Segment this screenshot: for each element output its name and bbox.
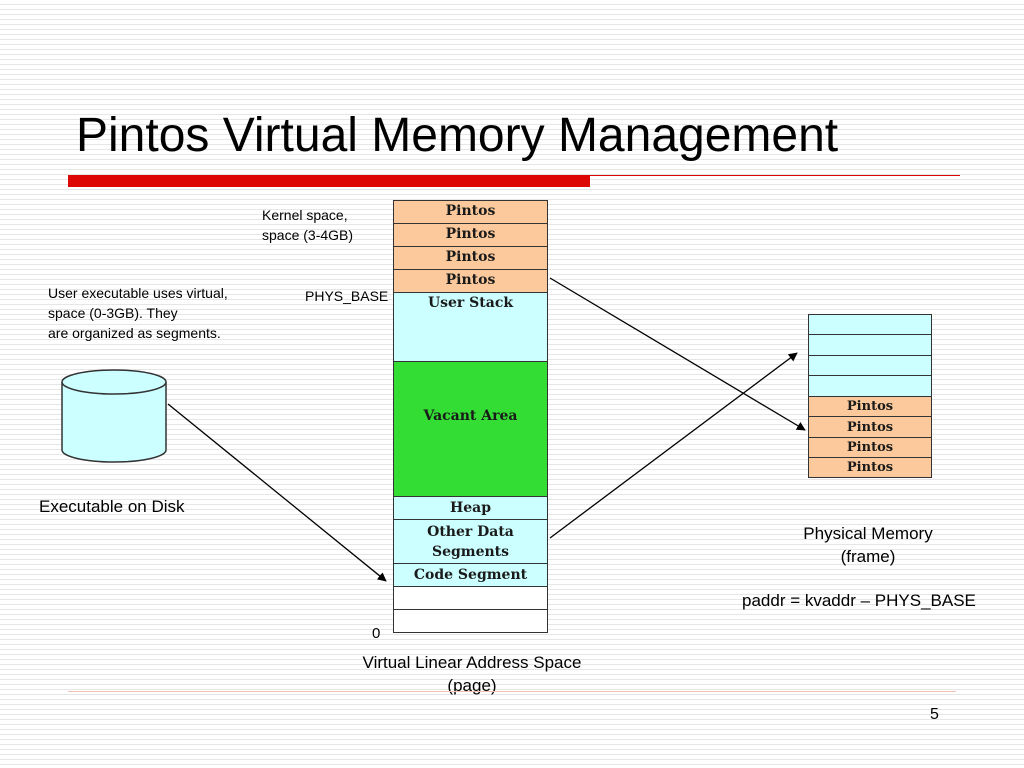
segment-label: Pintos xyxy=(445,226,496,242)
frame-label: Pintos xyxy=(846,399,894,414)
segment-label: Pintos xyxy=(445,203,496,219)
zero-address-label: 0 xyxy=(372,625,381,642)
phys-base-label: PHYS_BASE xyxy=(305,288,389,304)
kernel-space-label: Kernel space, space (3-4GB) xyxy=(262,205,353,245)
segment-label: Vacant Area xyxy=(423,408,518,424)
virtual-space-caption: Virtual Linear Address Space (page) xyxy=(322,651,622,697)
virtual-space-caption-line1: Virtual Linear Address Space xyxy=(362,653,582,672)
segment-label: User Stack xyxy=(427,295,514,311)
virtual-segment: Heap xyxy=(393,496,548,520)
address-formula: paddr = kvaddr – PHYS_BASE xyxy=(742,591,976,610)
virtual-segment xyxy=(393,609,548,633)
user-exec-note-line2: space (0-3GB). They xyxy=(48,305,178,321)
virtual-segment: Code Segment xyxy=(393,563,548,587)
executable-on-disk-label: Executable on Disk xyxy=(39,497,185,516)
kernel-space-label-line2: space (3-4GB) xyxy=(262,227,354,243)
frame-label: Pintos xyxy=(846,440,894,455)
virtual-space-caption-line2: (page) xyxy=(447,676,497,695)
virtual-segment: Pintos xyxy=(393,269,548,293)
frame-label: Pintos xyxy=(846,460,894,475)
kernel-space-label-line1: Kernel space, xyxy=(262,207,348,223)
virtual-segment: Pintos xyxy=(393,246,548,270)
virtual-segment: Pintos xyxy=(393,223,548,247)
user-exec-note-line1: User executable uses virtual, xyxy=(48,285,228,301)
title-accent-bar xyxy=(68,175,590,187)
title-divider xyxy=(590,175,960,176)
page-number: 5 xyxy=(930,706,939,723)
segment-label: Other Data Segments xyxy=(427,523,514,560)
physical-memory-caption-line1: Physical Memory xyxy=(803,524,933,543)
kernel-to-frame-arrow xyxy=(549,277,806,431)
segment-label: Heap xyxy=(450,500,491,516)
page-title: Pintos Virtual Memory Management xyxy=(76,109,839,162)
user-exec-note-line3: are organized as segments. xyxy=(48,325,221,341)
segment-label: Pintos xyxy=(445,249,496,265)
virtual-segment: User Stack xyxy=(393,292,548,362)
physical-frame: Pintos xyxy=(808,457,932,478)
footer-divider xyxy=(68,691,956,692)
physical-memory-caption: Physical Memory (frame) xyxy=(768,522,968,568)
data-to-frame-arrow xyxy=(549,352,798,539)
disk-cylinder-icon xyxy=(61,369,167,463)
frame-label: Pintos xyxy=(846,419,894,435)
segment-label: Pintos xyxy=(445,272,496,288)
physical-memory-caption-line2: (frame) xyxy=(840,547,896,566)
user-exec-note: User executable uses virtual, space (0-3… xyxy=(48,283,228,343)
physical-frame: Pintos xyxy=(808,416,932,438)
segment-label: Code Segment xyxy=(413,567,528,583)
disk-to-code-arrow xyxy=(167,403,387,582)
